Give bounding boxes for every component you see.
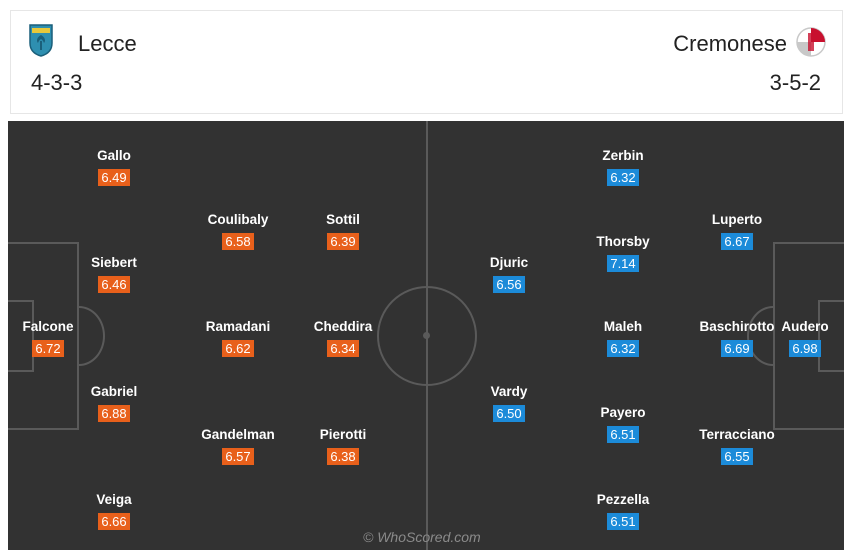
- player-name: Maleh: [603, 319, 643, 334]
- player-pezzella[interactable]: Pezzella 6.51: [583, 492, 663, 531]
- player-name: Luperto: [711, 212, 763, 227]
- centre-spot: [423, 332, 430, 339]
- away-formation: 3-5-2: [769, 70, 821, 95]
- player-name: Terracciano: [699, 427, 775, 442]
- player-coulibaly[interactable]: Coulibaly 6.58: [198, 212, 278, 251]
- player-rating: 6.88: [98, 405, 130, 422]
- player-name: Audero: [781, 319, 829, 334]
- player-terracciano[interactable]: Terracciano 6.55: [687, 427, 787, 466]
- player-gandelman[interactable]: Gandelman 6.57: [194, 427, 282, 466]
- player-name: Djuric: [489, 255, 529, 270]
- player-pierotti[interactable]: Pierotti 6.38: [308, 427, 378, 466]
- player-rating: 6.67: [721, 233, 753, 250]
- player-rating: 6.46: [98, 276, 130, 293]
- player-name: Pezzella: [596, 492, 650, 507]
- away-team-name[interactable]: Cremonese: [673, 31, 787, 56]
- left-goal-area: [8, 300, 34, 372]
- player-sottil[interactable]: Sottil 6.39: [308, 212, 378, 251]
- player-name: Baschirotto: [699, 319, 775, 334]
- player-name: Sottil: [326, 212, 360, 227]
- player-rating: 6.66: [98, 513, 130, 530]
- player-baschirotto[interactable]: Baschirotto 6.69: [692, 319, 782, 358]
- player-name: Gandelman: [201, 427, 275, 442]
- player-rating: 6.50: [493, 405, 525, 422]
- player-rating: 6.32: [607, 169, 639, 186]
- player-cheddira[interactable]: Cheddira 6.34: [308, 319, 378, 358]
- right-penalty-area: [773, 242, 844, 430]
- player-gallo[interactable]: Gallo 6.49: [79, 148, 149, 187]
- player-name: Falcone: [22, 319, 74, 334]
- player-rating: 6.57: [222, 448, 254, 465]
- player-veiga[interactable]: Veiga 6.66: [79, 492, 149, 531]
- cremonese-crest-icon: [796, 27, 826, 57]
- player-rating: 6.55: [721, 448, 753, 465]
- player-rating: 7.14: [607, 255, 639, 272]
- player-rating: 6.51: [607, 426, 639, 443]
- player-rating: 6.38: [327, 448, 359, 465]
- player-thorsby[interactable]: Thorsby 7.14: [588, 234, 658, 273]
- player-vardy[interactable]: Vardy 6.50: [474, 384, 544, 423]
- player-name: Cheddira: [313, 319, 373, 334]
- player-name: Thorsby: [596, 234, 650, 249]
- lecce-crest-icon: [29, 24, 53, 57]
- player-name: Payero: [600, 405, 646, 420]
- right-goal-area: [818, 300, 844, 372]
- player-rating: 6.58: [222, 233, 254, 250]
- watermark: © WhoScored.com: [363, 529, 481, 545]
- player-rating: 6.34: [327, 340, 359, 357]
- home-team-name[interactable]: Lecce: [78, 31, 137, 56]
- player-rating: 6.69: [721, 340, 753, 357]
- player-name: Pierotti: [319, 427, 367, 442]
- player-payero[interactable]: Payero 6.51: [588, 405, 658, 444]
- player-name: Veiga: [96, 492, 132, 507]
- player-ramadani[interactable]: Ramadani 6.62: [198, 319, 278, 358]
- player-rating: 6.51: [607, 513, 639, 530]
- player-rating: 6.72: [32, 340, 64, 357]
- player-falcone[interactable]: Falcone 6.72: [8, 319, 88, 358]
- player-maleh[interactable]: Maleh 6.32: [588, 319, 658, 358]
- player-gabriel[interactable]: Gabriel 6.88: [79, 384, 149, 423]
- player-name: Gabriel: [90, 384, 138, 399]
- player-luperto[interactable]: Luperto 6.67: [702, 212, 772, 251]
- player-name: Gallo: [97, 148, 131, 163]
- player-rating: 6.39: [327, 233, 359, 250]
- player-audero[interactable]: Audero 6.98: [770, 319, 840, 358]
- centre-circle: [377, 286, 477, 386]
- player-zerbin[interactable]: Zerbin 6.32: [588, 148, 658, 187]
- player-siebert[interactable]: Siebert 6.46: [79, 255, 149, 294]
- player-name: Siebert: [91, 255, 137, 270]
- player-rating: 6.32: [607, 340, 639, 357]
- player-rating: 6.56: [493, 276, 525, 293]
- player-rating: 6.49: [98, 169, 130, 186]
- player-djuric[interactable]: Djuric 6.56: [474, 255, 544, 294]
- player-name: Vardy: [490, 384, 528, 399]
- player-rating: 6.62: [222, 340, 254, 357]
- player-name: Zerbin: [602, 148, 644, 163]
- player-name: Ramadani: [205, 319, 271, 334]
- player-rating: 6.98: [789, 340, 821, 357]
- pitch: Falcone 6.72 Gallo 6.49 Siebert 6.46 Gab…: [8, 121, 844, 550]
- match-header: Lecce 4-3-3 Cremonese 3-5-2: [10, 10, 843, 114]
- home-formation: 4-3-3: [31, 70, 83, 95]
- left-penalty-area: [8, 242, 79, 430]
- player-name: Coulibaly: [207, 212, 269, 227]
